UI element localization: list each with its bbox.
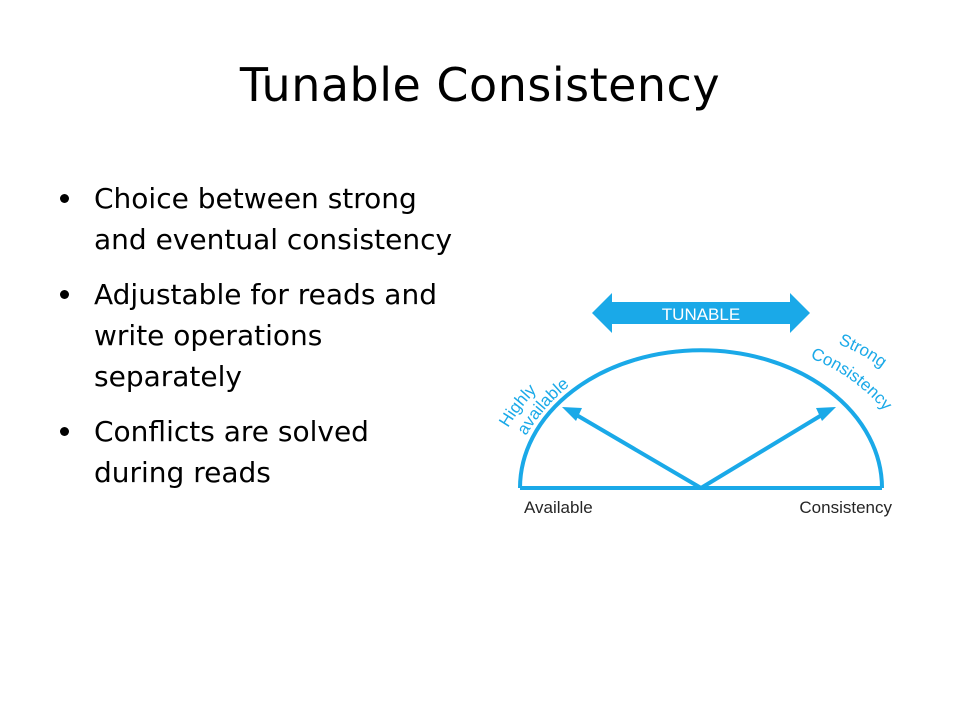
right-arrow-head-icon xyxy=(816,407,836,421)
slide-title: Tunable Consistency xyxy=(239,58,721,112)
bullet-item: Conflicts are solved during reads xyxy=(60,411,460,493)
bullet-text: Conflicts are solved during reads xyxy=(94,415,369,489)
bottom-consistency-label: Consistency xyxy=(799,498,892,517)
semicircle-arc xyxy=(518,348,884,489)
tunable-label: TUNABLE xyxy=(662,305,740,324)
left-arrow-head-icon xyxy=(562,407,582,421)
bullet-list: Choice between strong and eventual consi… xyxy=(60,178,460,507)
bullet-text: Adjustable for reads and write operation… xyxy=(94,278,437,393)
bullet-item: Adjustable for reads and write operation… xyxy=(60,274,460,397)
bullet-icon xyxy=(60,290,69,299)
bullet-text: Choice between strong and eventual consi… xyxy=(94,182,453,256)
bullet-icon xyxy=(60,194,69,203)
bullet-icon xyxy=(60,427,69,436)
right-arrow-line xyxy=(699,408,832,490)
tunable-consistency-diagram: TUNABLE Highly available Strong Consiste… xyxy=(495,293,896,517)
bullet-item: Choice between strong and eventual consi… xyxy=(60,178,460,260)
left-arrow-line xyxy=(566,408,703,490)
tunable-double-arrow-icon xyxy=(592,293,810,333)
bottom-available-label: Available xyxy=(524,498,593,517)
